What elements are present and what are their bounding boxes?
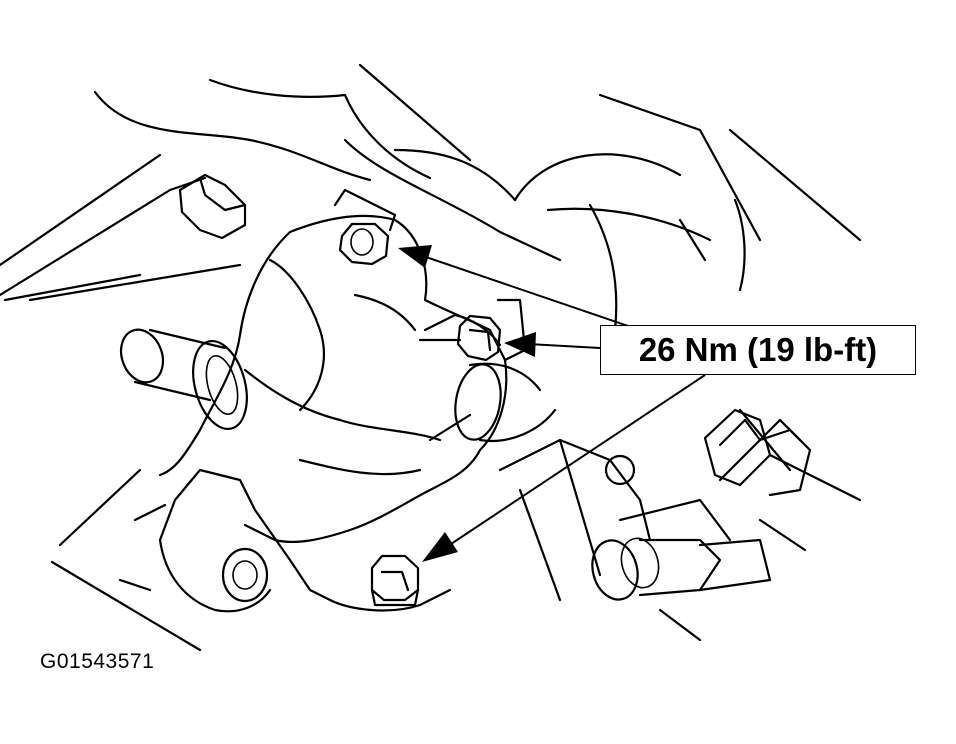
leader-line-middle [527,343,601,349]
arrowhead-middle [504,332,536,357]
center-boss [423,313,557,443]
lower-right-structure [498,418,802,642]
shaft [119,328,248,431]
leader-line-lower [444,374,706,549]
figure-id-label: G01543571 [40,650,155,673]
torque-callout-box: 26 Nm (19 lb-ft) [600,325,916,375]
leader-line-upper [419,254,641,331]
upper-left-bracket [178,173,247,240]
callout-leaders [398,245,706,562]
left-structure [0,153,242,652]
upper-bolt [333,188,397,266]
lower-bolt [370,554,420,607]
torque-callout-label: 26 Nm (19 lb-ft) [638,331,878,368]
lower-flange [133,468,452,613]
middle-bolt [418,298,527,362]
arrowhead-lower [422,532,458,562]
upper-housing [93,63,862,332]
component-body [158,214,508,544]
arrowhead-upper [398,245,432,268]
right-connector [703,408,862,552]
